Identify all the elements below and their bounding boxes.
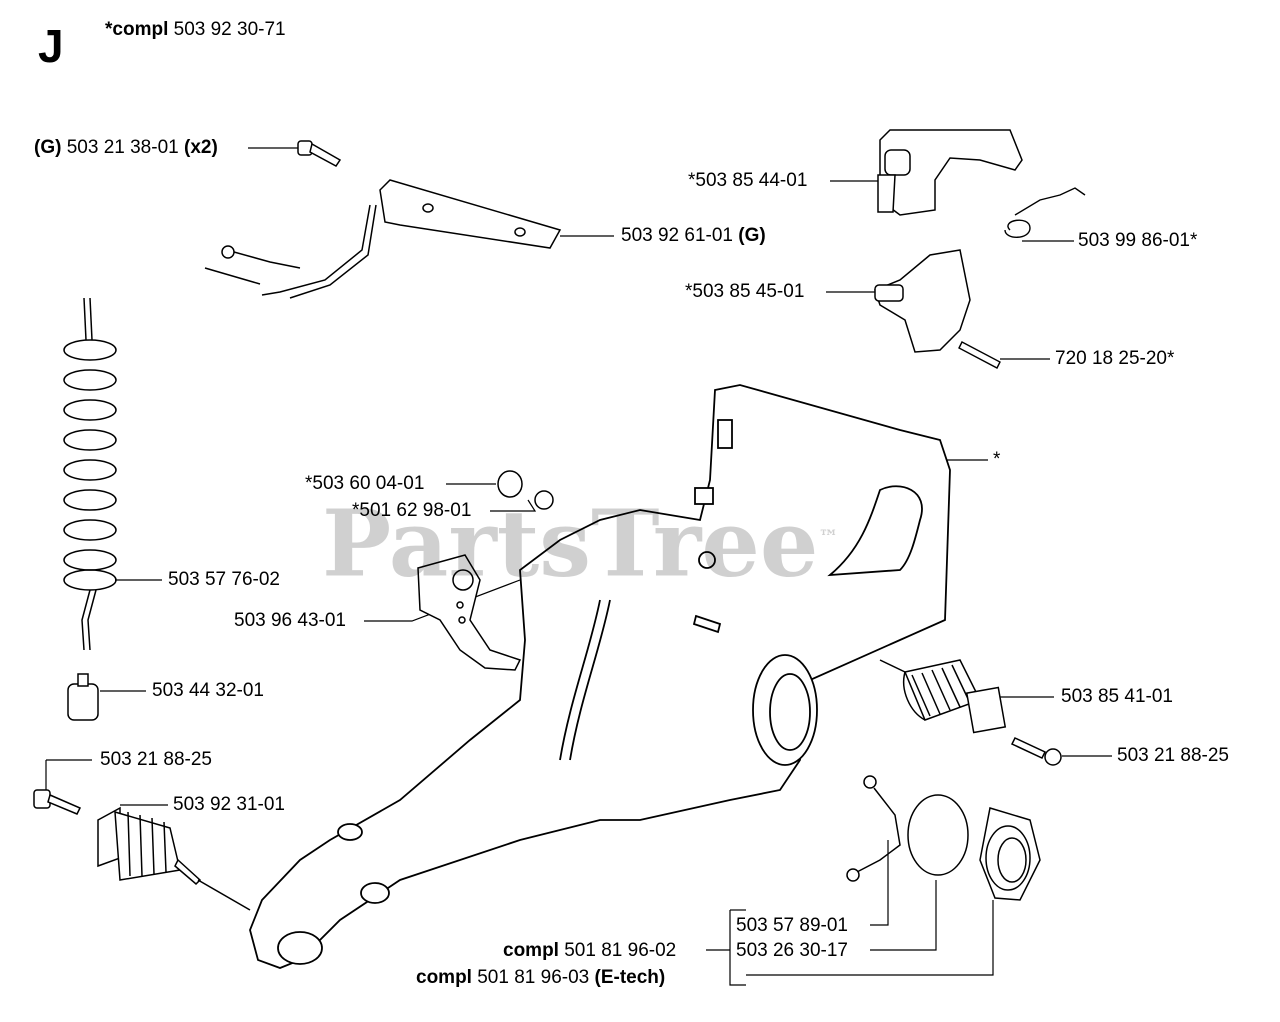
- label-fuel-hose[interactable]: 503 57 76-02: [168, 569, 280, 590]
- label-screw-right[interactable]: 503 21 88-25: [1117, 745, 1229, 766]
- label-compl-2-post: (E-tech): [594, 967, 666, 988]
- header-prefix: *compl: [105, 19, 169, 40]
- leader-lines: [45, 147, 1112, 986]
- cover-drawing: [417, 554, 522, 671]
- label-compl-2[interactable]: compl 501 81 96-03 (E-tech): [416, 967, 665, 989]
- lever-drawing: [877, 129, 1023, 216]
- label-damper-left[interactable]: 503 92 31-01: [173, 794, 285, 815]
- bracket-drawing: [204, 179, 562, 299]
- label-bracket[interactable]: 503 92 61-01 (G): [621, 225, 766, 247]
- label-lever[interactable]: *503 85 44-01: [688, 170, 808, 191]
- label-pin[interactable]: 720 18 25-20*: [1055, 348, 1175, 369]
- label-plug-a[interactable]: *503 60 04-01: [305, 473, 425, 494]
- label-handle-mark[interactable]: *: [993, 449, 1001, 470]
- screw-g-drawing: [297, 140, 342, 167]
- filter-drawing: [67, 673, 99, 721]
- plug-drawings: [497, 470, 554, 510]
- small-spring-drawing: [1004, 187, 1086, 238]
- left-screw-drawing: [33, 789, 82, 815]
- label-cap-part-2[interactable]: 503 26 30-17: [736, 940, 848, 961]
- label-screw-left[interactable]: 503 21 88-25: [100, 749, 212, 770]
- label-compl-2-num: 501 81 96-03: [477, 967, 590, 988]
- label-screw-g[interactable]: (G) 503 21 38-01 (x2): [34, 137, 218, 159]
- watermark: PartsTree™: [322, 487, 838, 594]
- pin-drawing: [958, 341, 1001, 369]
- right-screw-drawing: [1010, 737, 1062, 766]
- label-compl-1[interactable]: compl 501 81 96-02: [503, 940, 676, 962]
- tank-housing-drawing: [249, 384, 951, 969]
- label-plug-b[interactable]: *501 62 98-01: [352, 500, 472, 521]
- label-cap-part-1[interactable]: 503 57 89-01: [736, 915, 848, 936]
- label-screw-g-post: (x2): [184, 137, 218, 158]
- fuel-cap-drawings: [846, 775, 1041, 901]
- watermark-tm: ™: [818, 525, 839, 549]
- header-assembly-label: *compl 503 92 30-71: [105, 19, 286, 41]
- label-compl-2-pre: compl: [416, 967, 472, 988]
- right-damper-drawing: [879, 659, 1007, 734]
- label-bracket-post: (G): [738, 225, 766, 246]
- label-screw-g-num: 503 21 38-01: [66, 137, 179, 158]
- section-letter: J: [38, 20, 64, 72]
- header-number: 503 92 30-71: [173, 19, 286, 40]
- left-damper-drawing: [97, 806, 251, 911]
- label-cover[interactable]: 503 96 43-01: [234, 610, 346, 631]
- label-screw-g-pre: (G): [34, 137, 62, 158]
- label-compl-1-pre: compl: [503, 940, 559, 961]
- label-trigger[interactable]: *503 85 45-01: [685, 281, 805, 302]
- fuel-hose-drawing: [63, 297, 117, 651]
- label-compl-1-num: 501 81 96-02: [564, 940, 677, 961]
- watermark-text: PartsTree: [322, 489, 819, 598]
- label-bracket-num: 503 92 61-01: [621, 225, 733, 246]
- trigger-drawing: [874, 249, 971, 353]
- label-filter[interactable]: 503 44 32-01: [152, 680, 264, 701]
- label-damper-right[interactable]: 503 85 41-01: [1061, 686, 1173, 707]
- label-spring-small[interactable]: 503 99 86-01*: [1078, 230, 1198, 251]
